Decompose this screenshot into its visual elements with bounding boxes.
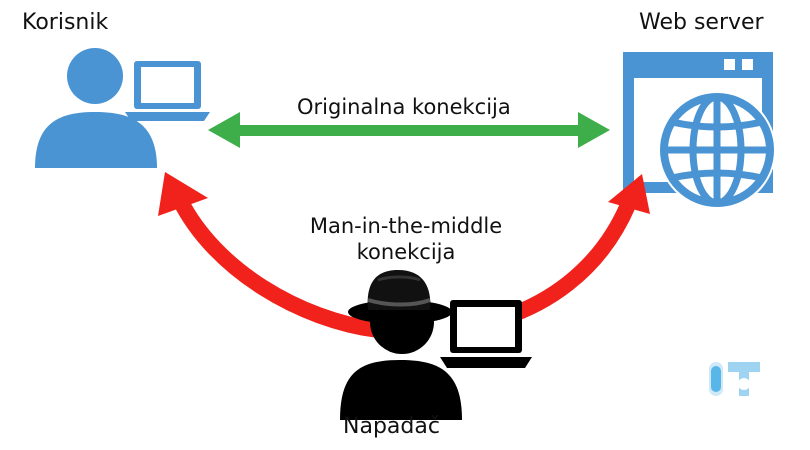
user-label: Korisnik <box>22 10 109 35</box>
logo-icon <box>709 362 760 396</box>
server-label: Web server <box>639 10 764 35</box>
attacker-laptop-icon <box>440 300 532 368</box>
attacker-label: Napadač <box>343 414 440 439</box>
hat-icon <box>348 270 452 324</box>
user-icon <box>35 48 157 168</box>
mitm-arrow-to-user <box>158 172 380 338</box>
original-connection-label: Originalna konekcija <box>297 95 511 119</box>
mitm-connection-label: Man-in-the-middle konekcija <box>309 214 503 264</box>
globe-icon <box>658 91 776 209</box>
laptop-icon <box>125 61 210 121</box>
original-connection-arrow <box>208 112 610 148</box>
